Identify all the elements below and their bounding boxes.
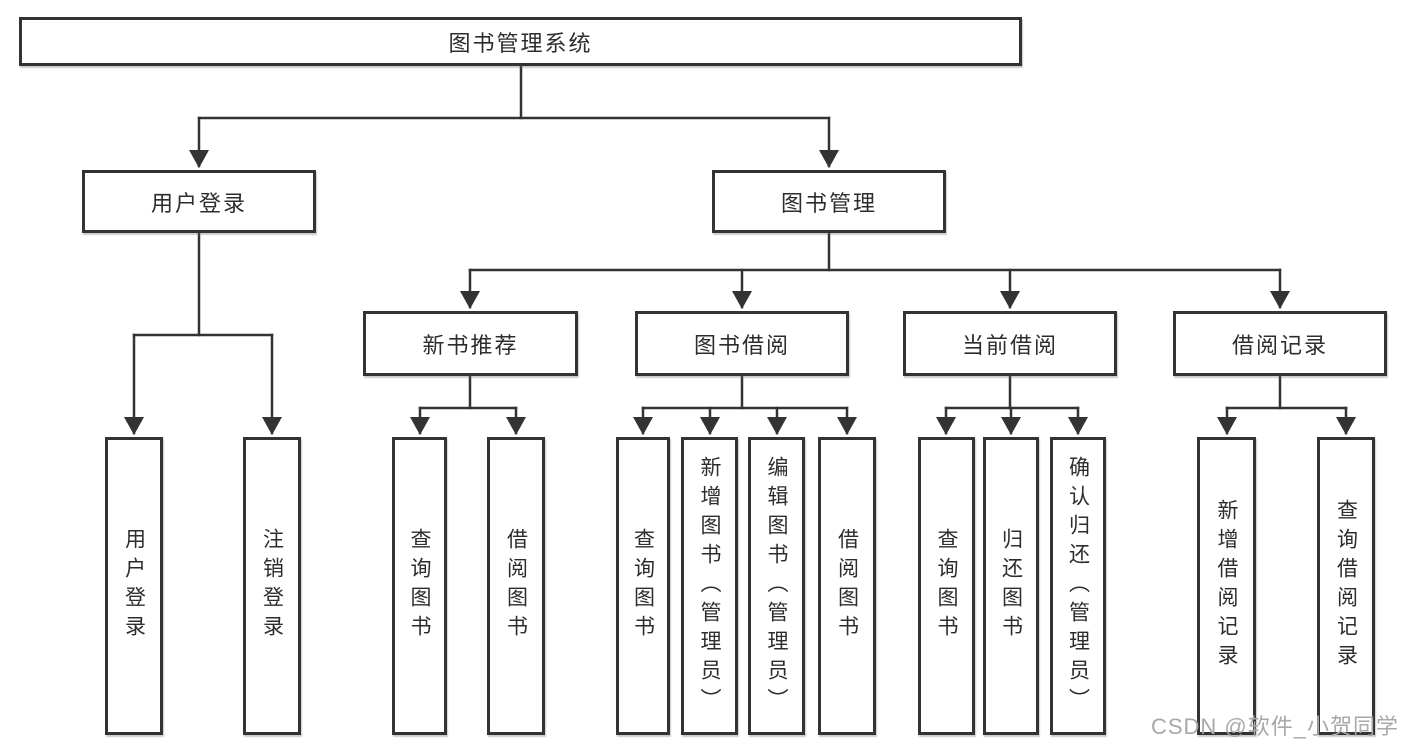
leaf-br-query-record-label: 查询借阅记录: [1334, 499, 1358, 673]
leaf-user-login: 用户登录: [105, 437, 163, 735]
node-borrow-record: 借阅记录: [1173, 311, 1387, 376]
node-root-system: 图书管理系统: [19, 17, 1022, 66]
leaf-cb-query-book: 查询图书: [918, 437, 975, 735]
node-book-borrow-label: 图书借阅: [693, 332, 790, 358]
csdn-watermark: CSDN @软件_小贺同学: [1150, 714, 1399, 739]
node-root-system-label: 图书管理系统: [448, 30, 593, 56]
node-book-management: 图书管理: [712, 170, 946, 233]
leaf-logout-label: 注销登录: [260, 528, 284, 644]
leaf-bb-add-book: 新增图书（管理员）: [681, 437, 738, 735]
leaf-bb-add-book-label: 新增图书（管理员）: [698, 455, 721, 717]
leaf-nb-borrow-book-label: 借阅图书: [504, 528, 528, 644]
leaf-br-query-record: 查询借阅记录: [1317, 437, 1375, 735]
leaf-nb-query-book-label: 查询图书: [408, 528, 431, 644]
leaf-cb-return-book-label: 归还图书: [999, 528, 1023, 644]
node-current-borrow: 当前借阅: [903, 311, 1117, 376]
leaf-bb-query-book-label: 查询图书: [631, 528, 655, 644]
leaf-bb-borrow-book: 借阅图书: [818, 437, 876, 735]
node-new-book-recommend-label: 新书推荐: [422, 332, 519, 358]
leaf-nb-query-book: 查询图书: [392, 437, 447, 735]
node-user-login-label: 用户登录: [150, 190, 247, 216]
node-book-management-label: 图书管理: [780, 190, 877, 216]
leaf-cb-confirm-return-label: 确认归还（管理员）: [1066, 455, 1090, 717]
leaf-br-add-record: 新增借阅记录: [1197, 437, 1256, 735]
leaf-cb-confirm-return: 确认归还（管理员）: [1050, 437, 1106, 735]
leaf-nb-borrow-book: 借阅图书: [487, 437, 545, 735]
leaf-bb-edit-book-label: 编辑图书（管理员）: [765, 455, 788, 717]
leaf-logout: 注销登录: [243, 437, 301, 735]
leaf-user-login-label: 用户登录: [122, 528, 146, 644]
node-current-borrow-label: 当前借阅: [961, 332, 1058, 358]
node-user-login: 用户登录: [82, 170, 316, 233]
leaf-cb-return-book: 归还图书: [983, 437, 1039, 735]
leaf-bb-borrow-book-label: 借阅图书: [835, 528, 859, 644]
node-new-book-recommend: 新书推荐: [363, 311, 578, 376]
leaf-bb-edit-book: 编辑图书（管理员）: [748, 437, 805, 735]
leaf-br-add-record-label: 新增借阅记录: [1215, 499, 1238, 673]
leaf-cb-query-book-label: 查询图书: [935, 528, 958, 644]
leaf-bb-query-book: 查询图书: [616, 437, 670, 735]
node-borrow-record-label: 借阅记录: [1231, 332, 1328, 358]
node-book-borrow: 图书借阅: [635, 311, 849, 376]
